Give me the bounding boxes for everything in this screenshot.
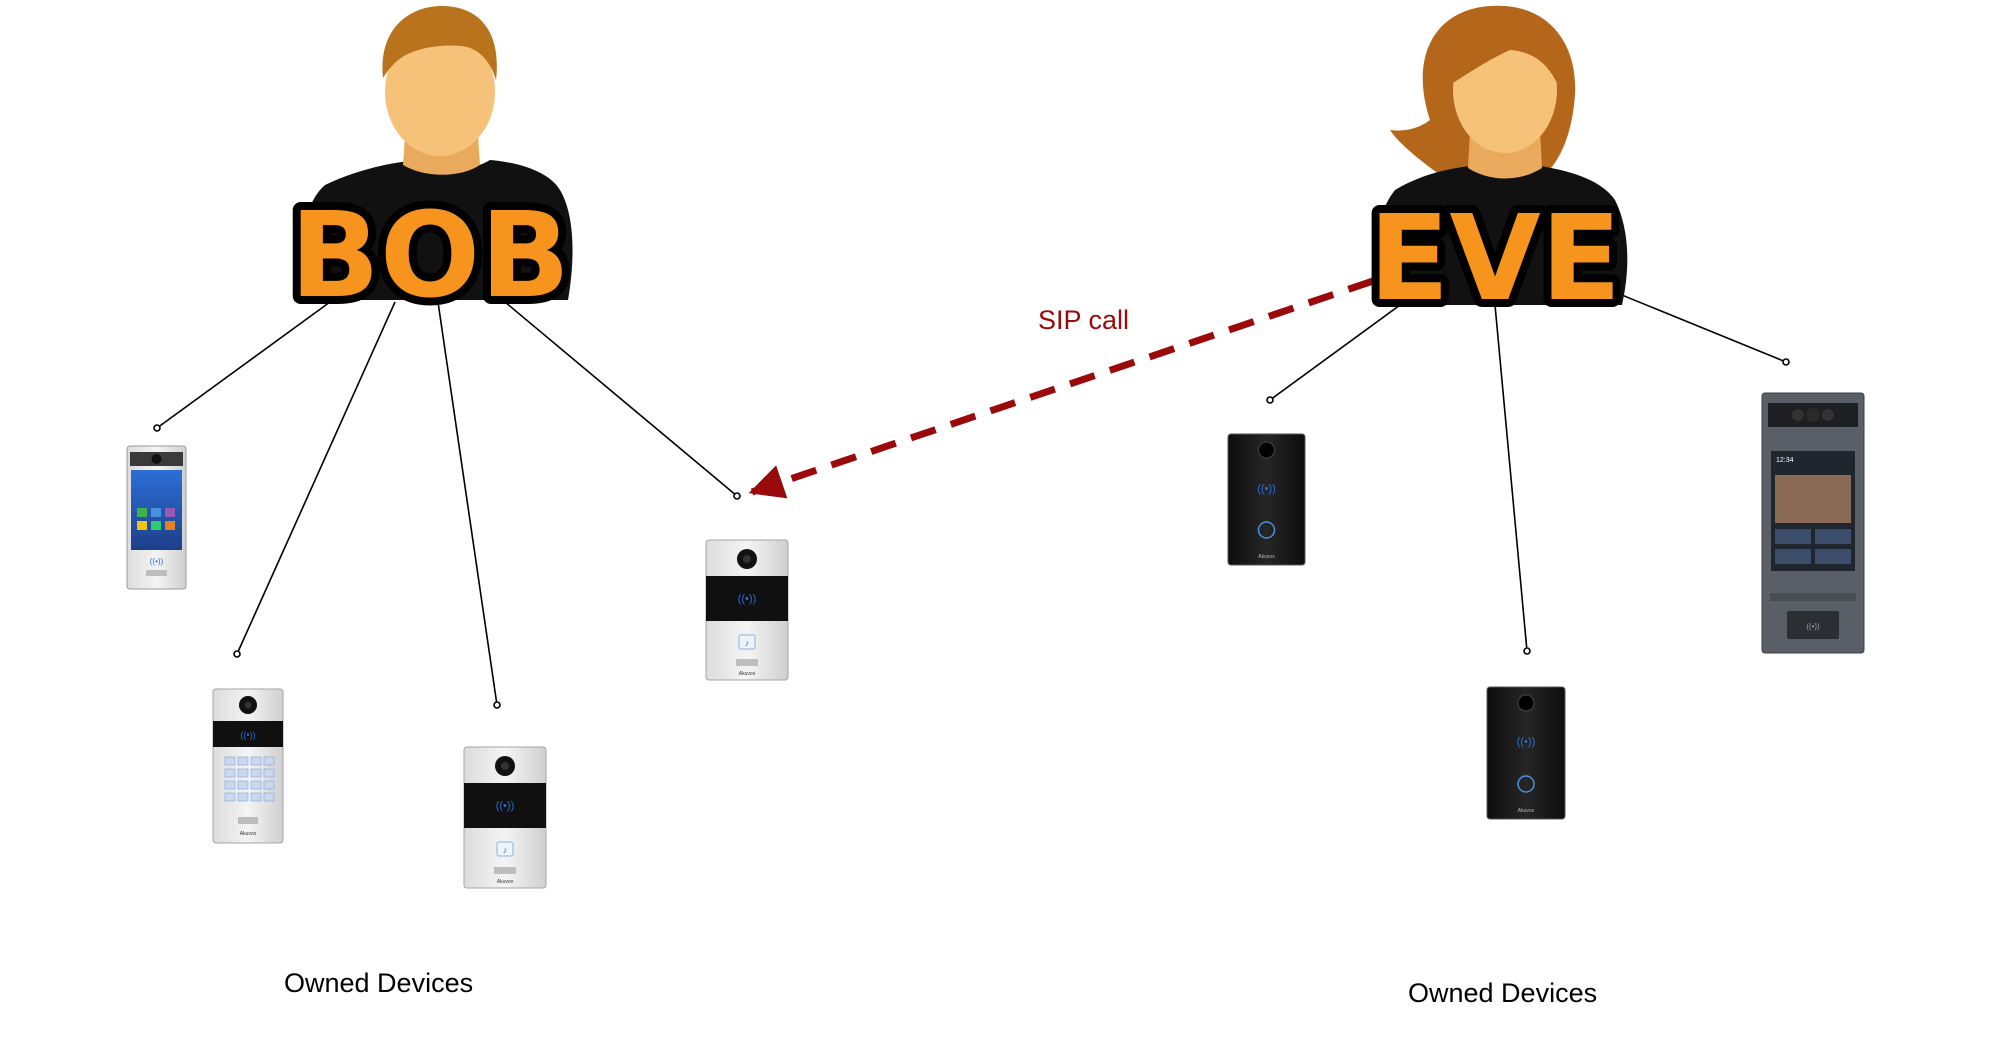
rfid-icon: ((•)) (240, 730, 255, 740)
eve-device-2: ((•)) Akuvox (1486, 686, 1566, 820)
device-brand: Akuvox (739, 671, 756, 677)
call-button (738, 634, 756, 650)
screen-button (1775, 549, 1811, 564)
bob-connectors (153, 301, 741, 709)
speaker-grille (146, 570, 167, 576)
bob-connector-3 (437, 301, 498, 706)
camera-lens (244, 701, 252, 709)
eve-connectors (1266, 281, 1790, 655)
device-brand: Akuvox (497, 879, 514, 885)
rfid-area (1787, 611, 1839, 639)
bob-connector-4 (504, 301, 738, 497)
device-brand: Akuvox (1518, 808, 1535, 814)
call-button (1517, 775, 1535, 793)
screen-button (1815, 529, 1851, 544)
eve-device-1: ((•)) Akuvox (1227, 433, 1306, 566)
bob-connector-end-1 (153, 424, 161, 432)
camera-icon (1517, 694, 1535, 712)
screen-button (1775, 529, 1811, 544)
eve-connector-end-3 (1782, 358, 1790, 366)
bob-avatar (299, 6, 573, 300)
bell-icon: ♪ (745, 638, 750, 648)
bob-connector-end-2 (233, 650, 241, 658)
device-glass (464, 783, 546, 828)
camera-icon (1258, 441, 1275, 459)
camera-icon (1806, 408, 1820, 422)
rfid-icon: ((•)) (496, 800, 515, 812)
speaker-grille (494, 867, 516, 874)
bob-device-4: ((•)) ♪ Akuvox (705, 539, 789, 681)
bob-face (385, 28, 495, 156)
call-button (1257, 521, 1276, 539)
rfid-icon: ((•)) (1257, 483, 1276, 495)
screen-photo (1775, 475, 1851, 523)
screen-tile (151, 508, 161, 517)
rfid-icon: ((•)) (150, 557, 164, 566)
bob-device-2: ((•)) Akuvox (212, 688, 284, 844)
bob-device-3: ((•)) ♪ Akuvox (463, 746, 547, 889)
device-body (1486, 686, 1566, 820)
bob-shirt (299, 160, 573, 300)
bob-device-1: ((•)) (126, 445, 187, 590)
bob-connector-1 (156, 301, 331, 429)
bob-name: BOB (290, 186, 570, 324)
eve-avatar (1374, 5, 1628, 305)
device-body (1227, 433, 1306, 566)
device-brand: Akuvox (240, 831, 257, 837)
device-glass (706, 576, 788, 621)
eve-devices-caption: Owned Devices (1408, 978, 1597, 1008)
eve-name: EVE (1369, 189, 1622, 327)
screen-tile (137, 521, 147, 530)
eve-hair-front (1449, 21, 1561, 90)
eve-connector-end-1 (1266, 396, 1274, 404)
bob-devices-caption: Owned Devices (284, 968, 473, 998)
rfid-icon: ((•)) (1517, 736, 1536, 748)
speaker-grille (1770, 593, 1856, 601)
camera-icon (151, 454, 162, 464)
speaker-grille (736, 659, 758, 666)
screen-tile (165, 508, 175, 517)
camera-lens (743, 555, 751, 563)
eve-connector-1 (1269, 304, 1401, 401)
eve-connector-2 (1494, 304, 1528, 652)
bob-hair (382, 6, 497, 80)
bob-connector-2 (236, 301, 396, 655)
eve-connector-end-2 (1523, 647, 1531, 655)
bob-connector-end-4 (733, 492, 741, 500)
camera-icon (1822, 409, 1834, 421)
rfid-icon: ((•)) (738, 593, 757, 605)
device-glass (213, 721, 283, 747)
call-button (496, 841, 514, 857)
speaker-grille (238, 817, 258, 824)
screen-tile (137, 508, 147, 517)
device-brand: Akuvox (1258, 554, 1275, 560)
sip-call-label: SIP call (1038, 305, 1129, 335)
camera-lens (501, 762, 509, 770)
sip-call-arrow (748, 277, 1375, 499)
screen-button (1815, 549, 1851, 564)
screen-tile (165, 521, 175, 530)
camera-icon (1792, 409, 1804, 421)
eve-shirt (1374, 166, 1628, 305)
screen-clock: 12:34 (1776, 457, 1794, 464)
bell-icon: ♪ (503, 845, 508, 855)
rfid-icon: ((•)) (1806, 622, 1820, 631)
eve-device-3: 12:34 ((•)) (1761, 392, 1865, 654)
keypad (224, 756, 275, 802)
bob-connector-end-3 (493, 701, 501, 709)
screen-tile (151, 521, 161, 530)
